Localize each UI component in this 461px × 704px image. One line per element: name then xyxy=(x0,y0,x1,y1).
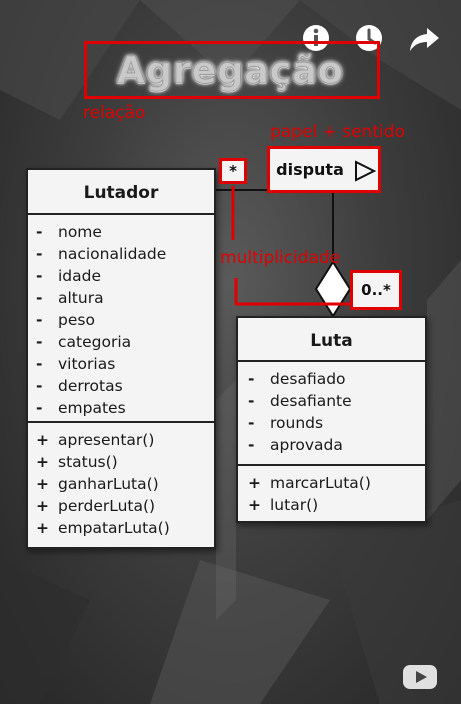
class-name: Luta xyxy=(238,318,425,362)
multiplicity-pointer xyxy=(231,186,350,306)
target-multiplicity-highlight xyxy=(350,270,402,310)
attribute-row: -rounds xyxy=(248,414,324,432)
method-row: +perderLuta() xyxy=(36,497,156,515)
method-row: +ganharLuta() xyxy=(36,475,159,493)
method-row: +apresentar() xyxy=(36,431,155,449)
attributes-section: -nome -nacionalidade -idade -altura -pes… xyxy=(28,215,214,423)
source-multiplicity: * xyxy=(219,158,247,184)
attribute-row: -aprovada xyxy=(248,436,343,454)
method-row: +status() xyxy=(36,453,118,471)
target-multiplicity: 0..* xyxy=(353,273,399,307)
attribute-row: -vitorias xyxy=(36,355,116,373)
role-label: disputa xyxy=(276,160,344,179)
page-title: Agregação xyxy=(116,48,344,92)
youtube-logo-icon[interactable] xyxy=(402,662,438,692)
role-highlight-box xyxy=(267,146,381,193)
aggregation-diamond xyxy=(314,260,352,318)
multiplicity-annotation: multiplicidade xyxy=(220,248,341,268)
attribute-row: -nome xyxy=(36,223,102,241)
relation-annotation: relação xyxy=(83,103,146,123)
method-row: +lutar() xyxy=(248,496,319,514)
attribute-row: -derrotas xyxy=(36,377,123,395)
attribute-row: -desafiante xyxy=(248,392,352,410)
info-icon[interactable] xyxy=(298,20,334,56)
attribute-row: -categoria xyxy=(36,333,132,351)
attribute-row: -desafiado xyxy=(248,370,346,388)
class-luta: Luta -desafiado -desafiante -rounds -apr… xyxy=(236,316,427,523)
attributes-section: -desafiado -desafiante -rounds -aprovada xyxy=(238,362,425,466)
share-icon[interactable] xyxy=(406,20,442,56)
role-annotation: papel + sentido xyxy=(270,122,405,142)
attribute-row: -empates xyxy=(36,399,126,417)
title-highlight-box xyxy=(84,41,380,99)
method-row: +empatarLuta() xyxy=(36,519,170,537)
attribute-row: -nacionalidade xyxy=(36,245,167,263)
class-lutador: Lutador -nome -nacionalidade -idade -alt… xyxy=(26,168,216,549)
role-background xyxy=(270,149,378,190)
methods-section: +marcarLuta() +lutar() xyxy=(238,466,425,516)
source-multiplicity-highlight xyxy=(219,158,247,184)
triangle-arrow-icon xyxy=(355,160,376,182)
method-row: +marcarLuta() xyxy=(248,474,371,492)
attribute-row: -idade xyxy=(36,267,102,285)
class-name: Lutador xyxy=(28,170,214,215)
attribute-row: -altura xyxy=(36,289,104,307)
attribute-row: -peso xyxy=(36,311,95,329)
methods-section: +apresentar() +status() +ganharLuta() +p… xyxy=(28,423,214,539)
